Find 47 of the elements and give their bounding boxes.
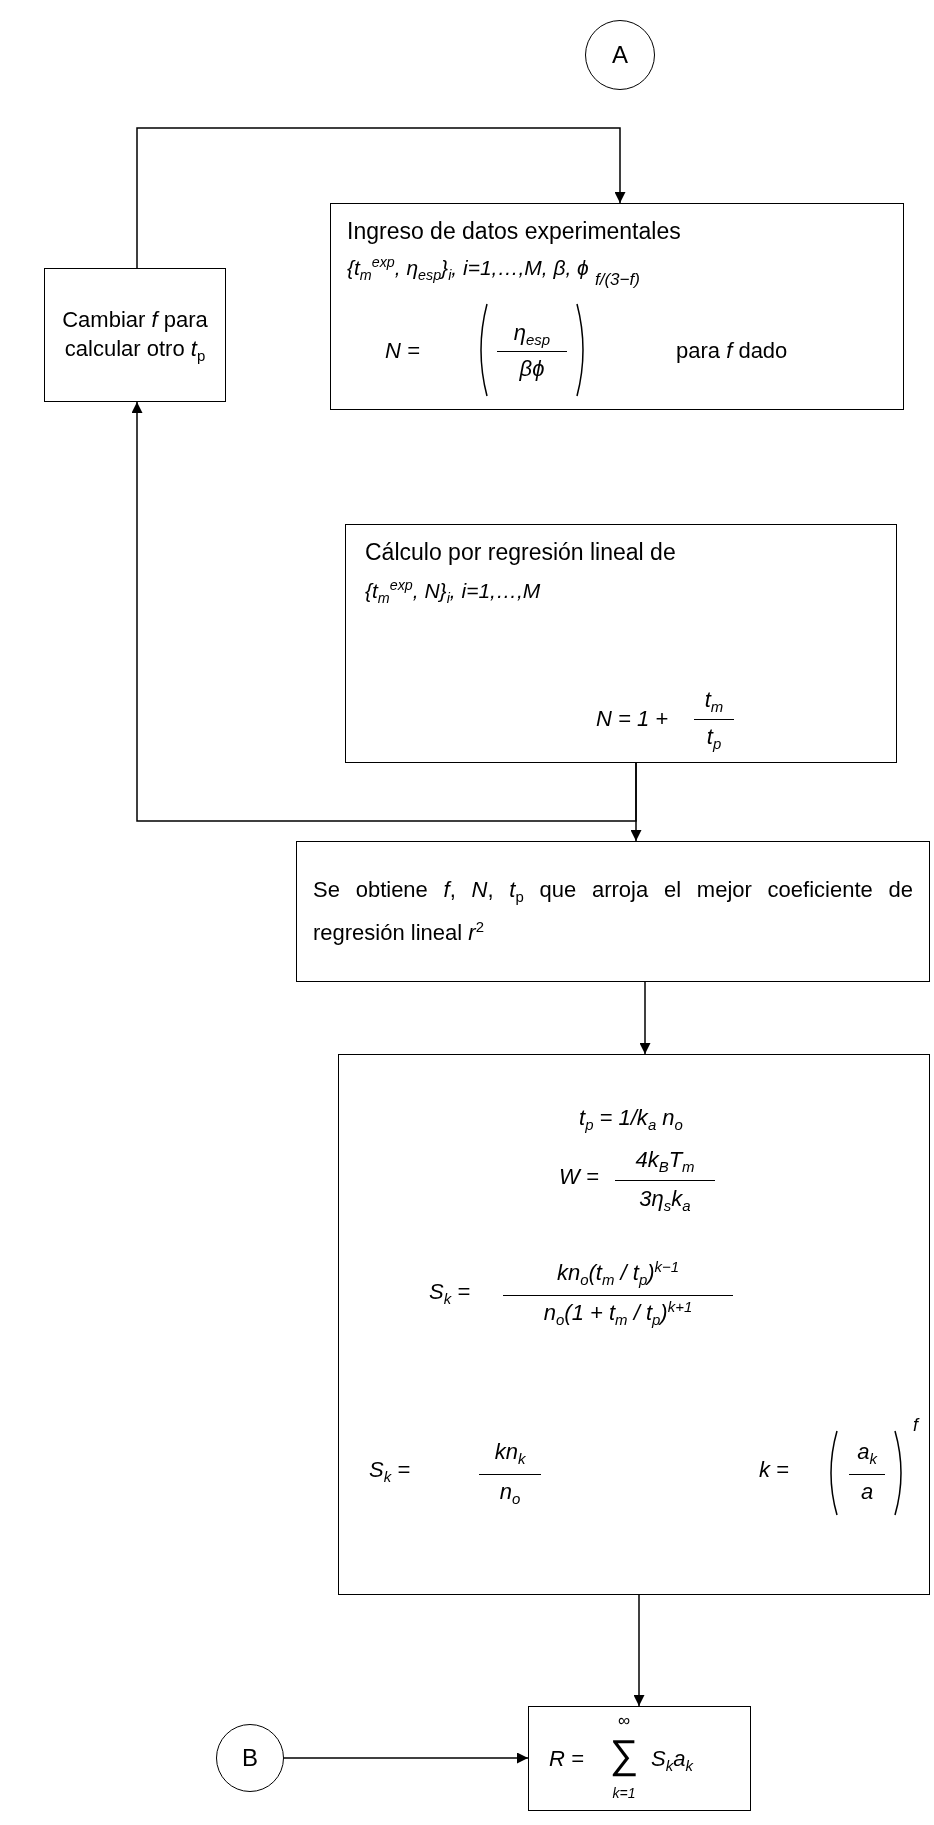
fraction-numerator: 4k$_{B}$T$_{m}$ <box>634 1147 696 1173</box>
fraction-denominator: t$_{p}$ <box>705 724 723 750</box>
process-box <box>330 203 904 410</box>
fraction-denominator: βϕ <box>518 356 546 382</box>
summation-limit: k=1 <box>611 1785 637 1802</box>
exponent-text: f/(3−f) <box>595 270 640 290</box>
arrow <box>633 1594 645 1707</box>
exponent-text: f <box>913 1415 918 1436</box>
arrow <box>136 127 626 269</box>
formula-text: {t$_{m}$$^{exp}$, N}$_{i}$, i=1,…,M <box>365 579 541 604</box>
process-box <box>528 1706 751 1811</box>
process-box <box>44 268 226 402</box>
connector-label: B <box>242 1743 258 1773</box>
step-text: Cambiar f para calcular otro t$_{p}$ <box>61 306 209 364</box>
step-text: para f dado <box>676 338 788 364</box>
step-text: Ingreso de datos experimentales <box>347 218 681 245</box>
formula-text: k = <box>759 1457 789 1483</box>
arrow <box>639 981 651 1055</box>
formula-text: R = <box>549 1746 584 1772</box>
fraction-denominator: n$_{o}$ <box>498 1479 522 1505</box>
fraction-numerator: kn$_{o}$(t$_{m}$ / t$_{p}$)$^{k−1}$ <box>555 1260 681 1286</box>
formula-text: N = 1 + <box>596 706 669 732</box>
arrow <box>131 401 637 822</box>
formula-text: N = <box>385 338 420 364</box>
summation-limit: ∞ <box>616 1711 632 1731</box>
fraction-denominator: a <box>859 1479 875 1505</box>
step-text: Se obtiene f, N, t$_{p}$ que arroja el mejor coeficiente de regresión lineal r$^{2}$ <box>313 875 913 947</box>
formula-text: {t$_{m}$$^{exp}$, η$_{esp}$}$_{i}$, i=1,…,M, β, ϕ <box>347 256 589 281</box>
formula-text: S$_{k}$ = <box>429 1279 471 1305</box>
formula-text: W = <box>559 1164 599 1190</box>
step-text: Cálculo por regresión lineal de <box>365 539 676 566</box>
summation-sign: ∑ <box>608 1731 640 1777</box>
formula-text: S$_{k}$ = <box>369 1457 411 1483</box>
process-box <box>338 1054 930 1595</box>
fraction-numerator: a$_{k}$ <box>856 1439 878 1465</box>
arrow <box>283 1752 529 1764</box>
process-box <box>345 524 897 763</box>
connector-label: A <box>612 40 628 70</box>
process-box <box>296 841 930 982</box>
fraction-numerator: η$_{esp}$ <box>512 320 552 346</box>
formula-text: S$_{k}$a$_{k}$ <box>651 1746 693 1772</box>
fraction-numerator: kn$_{k}$ <box>493 1439 527 1465</box>
fraction-denominator: 3η$_{s}$k$_{a}$ <box>638 1186 692 1212</box>
arrow <box>630 762 642 842</box>
fraction-denominator: n$_{o}$(1 + t$_{m}$ / t$_{p}$)$^{k+1}$ <box>542 1300 694 1326</box>
fraction-numerator: t$_{m}$ <box>703 687 725 713</box>
formula-text: t$_{p}$ = 1/k$_{a}$ n$_{o}$ <box>579 1105 683 1131</box>
